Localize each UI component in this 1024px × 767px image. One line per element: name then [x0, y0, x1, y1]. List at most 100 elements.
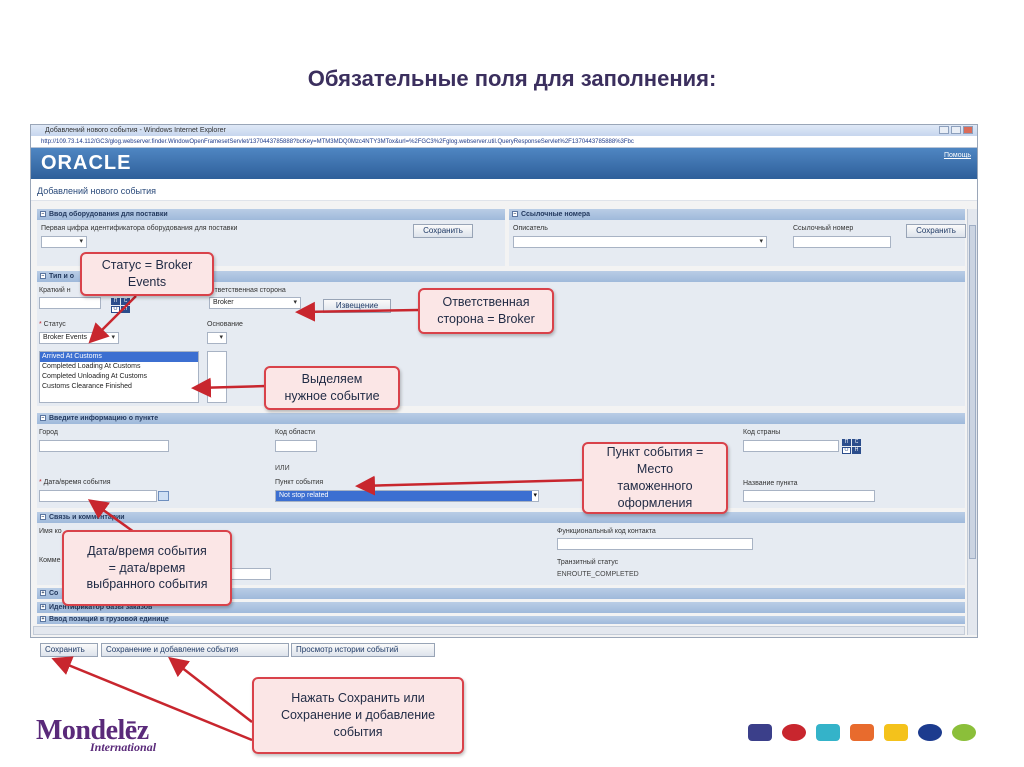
equipment-field-label: Первая цифра идентификатора оборудования…	[41, 225, 238, 232]
section-type-header[interactable]: −Тип и о	[37, 271, 965, 282]
close-icon[interactable]	[963, 126, 973, 134]
section-title: Идентификатор базы заказов	[49, 604, 153, 611]
point-name-label: Название пункта	[743, 480, 798, 487]
ref-number-input[interactable]	[793, 236, 891, 248]
maximize-icon[interactable]	[951, 126, 961, 134]
describer-label: Описатель	[513, 225, 548, 232]
callout-select-event: Выделяем нужное событие	[264, 366, 400, 410]
callout-save: Нажать Сохранить или Сохранение и добавл…	[252, 677, 464, 754]
window-title: Добавлений нового события - Windows Inte…	[45, 127, 226, 134]
brand-subtitle: International	[90, 740, 157, 754]
datetime-label: Дата/время события	[39, 479, 111, 486]
region-input[interactable]	[275, 440, 317, 452]
status-option[interactable]: Arrived At Customs	[40, 352, 198, 362]
country-input[interactable]	[743, 440, 839, 452]
comment-label: Комме	[39, 557, 61, 564]
section-title: Введите информацию о пункте	[49, 415, 159, 422]
basis-listbox[interactable]	[207, 351, 227, 403]
city-label: Город	[39, 429, 58, 436]
city-input[interactable]	[39, 440, 169, 452]
transit-label: Транзитный статус	[557, 559, 619, 566]
calendar-icon[interactable]	[158, 491, 169, 501]
status-select[interactable]: Broker Events	[39, 332, 119, 344]
expand-icon[interactable]: +	[40, 616, 46, 622]
collapse-icon[interactable]: −	[40, 273, 46, 279]
region-label: Код области	[275, 429, 316, 436]
help-link[interactable]: Помощь	[943, 152, 971, 159]
section-equipment-header[interactable]: −Ввод оборудования для поставки	[37, 209, 505, 220]
minimize-icon[interactable]	[939, 126, 949, 134]
status-listbox[interactable]: Arrived At Customs Completed Loading At …	[39, 351, 199, 403]
or-text: ИЛИ	[275, 465, 290, 472]
section-collapsed-1[interactable]: +Со	[37, 588, 965, 599]
section-reference-header[interactable]: −Ссылочные номера	[509, 209, 965, 220]
func-code-label: Функциональный код контакта	[557, 528, 656, 535]
reference-save-button[interactable]: Сохранить	[906, 224, 966, 238]
save-button[interactable]: Сохранить	[40, 643, 98, 657]
collapse-icon[interactable]: −	[40, 211, 46, 217]
equipment-digit-select[interactable]	[41, 236, 87, 248]
notice-button[interactable]: Извещение	[323, 299, 391, 313]
brand-logo: Mondelēz	[36, 715, 149, 746]
status-label: Статус	[39, 321, 66, 328]
brand-logo-strip	[748, 724, 976, 741]
slide-title: Обязательные поля для заполнения:	[307, 66, 717, 91]
callout-event-point: Пункт события = Место таможенного оформл…	[582, 442, 728, 514]
arrow-save	[168, 656, 253, 723]
ref-number-label: Ссылочный номер	[793, 225, 854, 232]
horizontal-scrollbar[interactable]	[33, 626, 965, 635]
expand-icon[interactable]: +	[40, 604, 46, 610]
basis-label: Основание	[207, 321, 243, 328]
section-comm-header[interactable]: −Связь и комментарии	[37, 512, 965, 523]
contact-name-label: Имя ко	[39, 528, 62, 535]
section-title: Ссылочные номера	[521, 211, 591, 218]
point-name-input[interactable]	[743, 490, 875, 502]
func-code-input[interactable]	[557, 538, 753, 550]
equipment-save-button[interactable]: Сохранить	[413, 224, 473, 238]
callout-responsible: Ответственная сторона = Broker	[418, 288, 554, 334]
window-controls	[939, 126, 973, 134]
section-title: Ввод оборудования для поставки	[49, 211, 168, 218]
section-title: Тип и о	[49, 273, 75, 280]
section-collapsed-2[interactable]: +Идентификатор базы заказов	[37, 602, 965, 613]
callout-datetime: Дата/время события = дата/время выбранно…	[62, 530, 232, 606]
scroll-thumb[interactable]	[969, 225, 976, 559]
browser-window: Добавлений нового события - Windows Inte…	[30, 124, 978, 638]
brand-mark-icon	[816, 724, 840, 741]
event-history-button[interactable]: Просмотр истории событий	[291, 643, 435, 657]
collapse-icon[interactable]: −	[512, 211, 518, 217]
section-collapsed-3[interactable]: +Ввод позиций в грузовой единице	[37, 616, 965, 624]
country-label: Код страны	[743, 429, 781, 436]
responsible-label: Ответственная сторона	[209, 287, 286, 294]
basis-select[interactable]	[207, 332, 227, 344]
callout-status: Статус = Broker Events	[80, 252, 214, 296]
save-and-add-button[interactable]: Сохранение и добавление события	[101, 643, 289, 657]
section-title: Со	[49, 590, 59, 597]
collapse-icon[interactable]: −	[40, 514, 46, 520]
brand-mark-icon	[918, 724, 942, 741]
transit-value: ENROUTE_COMPLETED	[557, 571, 639, 578]
datetime-input[interactable]	[39, 490, 157, 502]
status-option[interactable]: Completed Unloading At Customs	[42, 373, 148, 380]
brand-mark-icon	[952, 724, 976, 741]
brand-mark-icon	[748, 724, 772, 741]
event-point-label: Пункт события	[275, 479, 324, 486]
short-input[interactable]	[39, 297, 101, 309]
address-bar[interactable]: http://109.73.14.112/GC3/glog.webserver.…	[31, 136, 977, 148]
section-point-header[interactable]: −Введите информацию о пункте	[37, 413, 965, 424]
oracle-logo: ORACLE	[41, 152, 132, 174]
oracle-header: ORACLE Помощь	[31, 148, 977, 179]
describer-select[interactable]	[513, 236, 767, 248]
collapse-icon[interactable]: −	[40, 415, 46, 421]
brand-mark-icon	[884, 724, 908, 741]
event-point-select[interactable]: Not stop related	[275, 490, 539, 502]
brand-mark-icon	[782, 724, 806, 741]
brand-mark-icon	[850, 724, 874, 741]
status-option[interactable]: Completed Loading At Customs	[42, 363, 141, 370]
vertical-scrollbar[interactable]	[967, 209, 977, 635]
expand-icon[interactable]: +	[40, 590, 46, 596]
responsible-select[interactable]: Broker	[209, 297, 301, 309]
status-option[interactable]: Customs Clearance Finished	[42, 383, 132, 390]
